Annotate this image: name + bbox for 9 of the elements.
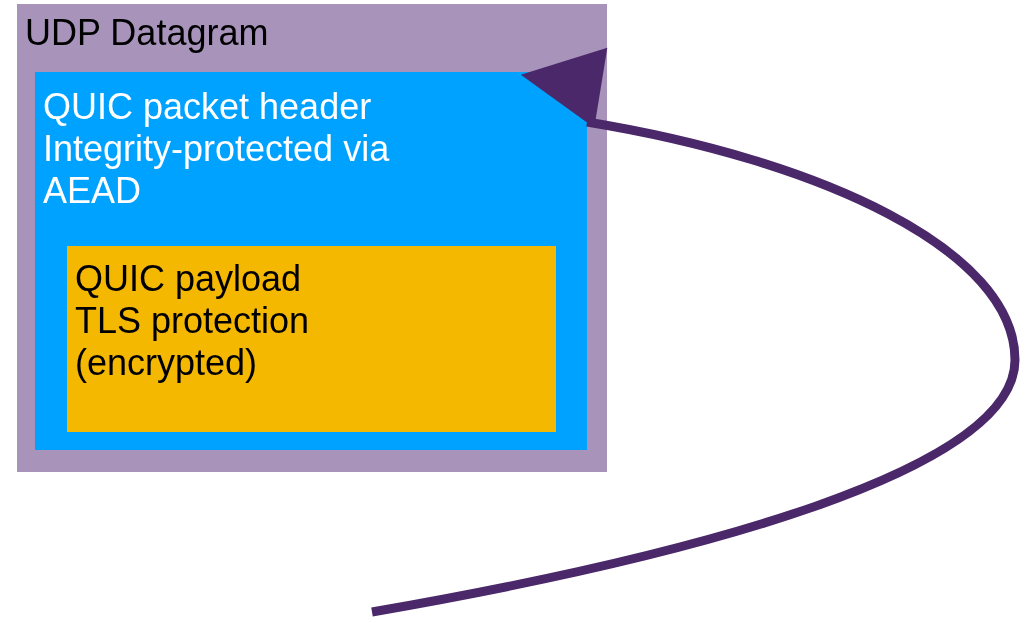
curved-arrow: [371, 48, 1020, 617]
datagram-box: [17, 4, 607, 472]
box-title: QUIC packet header: [43, 86, 372, 128]
payload-box: [67, 246, 556, 432]
header-box: [35, 72, 587, 450]
box-description: Integrity-protected via AEAD: [43, 128, 391, 212]
box-title: UDP Datagram: [25, 12, 269, 54]
box-title: QUIC payload: [75, 258, 302, 300]
box-description: TLS protection (encrypted): [75, 300, 311, 384]
